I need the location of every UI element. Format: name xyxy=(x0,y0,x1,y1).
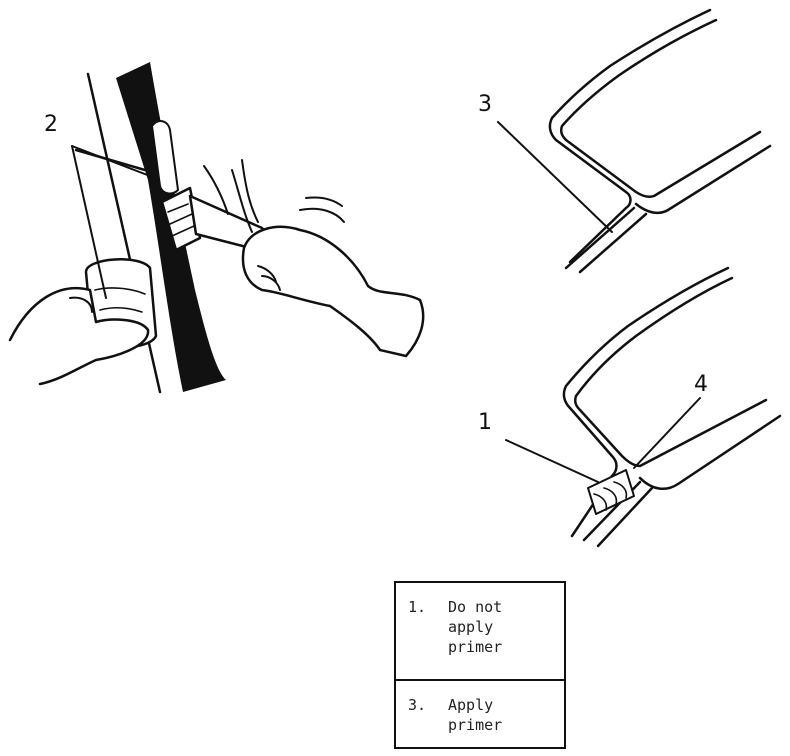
motion-lines xyxy=(203,159,345,233)
legend-row: 1. Do not apply primer xyxy=(396,583,564,679)
frame-lower-illustration xyxy=(505,266,782,548)
legend-number: 3. xyxy=(408,696,427,714)
frame-upper-illustration xyxy=(497,8,772,274)
left-hand xyxy=(8,286,150,386)
callout-4: 4 xyxy=(694,372,708,397)
legend-row: 3. Apply primer xyxy=(396,679,564,747)
legend-number: 1. xyxy=(408,598,427,616)
frame-outer xyxy=(548,8,712,264)
leader-line-2b xyxy=(71,145,151,177)
leader-line-4 xyxy=(633,397,701,469)
callout-1: 1 xyxy=(478,410,492,435)
leader-line-2a xyxy=(71,145,107,299)
frame-inner-lower xyxy=(573,276,768,468)
right-hand xyxy=(241,225,425,358)
legend-table: 1. Do not apply primer 3. Apply primer xyxy=(394,581,566,749)
frame-outer-lower xyxy=(562,266,730,538)
pillar-highlight xyxy=(151,120,179,195)
leader-line-1 xyxy=(505,439,599,483)
hand-brush-illustration xyxy=(8,62,425,394)
leader-line-3 xyxy=(497,121,613,233)
legend-text: Do not apply primer xyxy=(448,598,503,656)
callout-3: 3 xyxy=(478,92,492,117)
callout-2: 2 xyxy=(44,112,58,137)
legend-text: Apply primer xyxy=(448,696,503,734)
frame-inner xyxy=(559,18,762,199)
